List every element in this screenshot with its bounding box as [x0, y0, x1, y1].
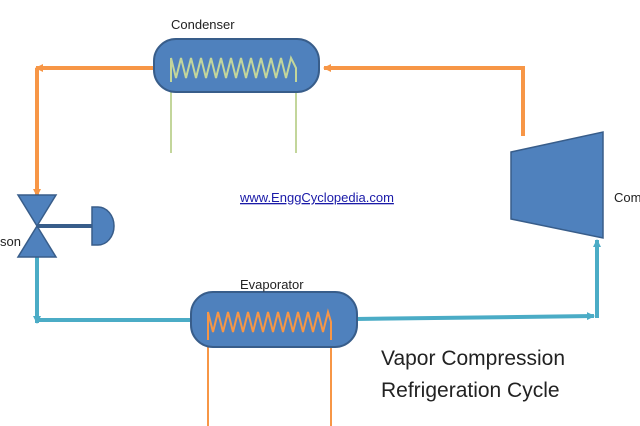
compressor-body	[510, 131, 604, 239]
compressor-to-condenser-line	[323, 64, 525, 136]
condenser-coil	[170, 55, 297, 82]
valve-bottom-triangle	[16, 224, 58, 258]
evaporator-label: Evaporator	[240, 277, 304, 292]
valve-top-triangle	[16, 194, 58, 228]
compressor-label: Com	[614, 190, 640, 205]
title-line-2: Refrigeration Cycle	[381, 379, 560, 402]
compressor: Com	[510, 131, 640, 239]
evaporator: Evaporator	[190, 277, 358, 426]
expansion-valve: son	[0, 194, 115, 258]
hot-refrigerant-lines	[33, 64, 525, 197]
evaporator-outlet-line	[354, 312, 595, 321]
title-line-1: Vapor Compression	[381, 347, 565, 370]
condenser-label: Condenser	[171, 17, 235, 32]
evaporator-coil	[207, 308, 332, 340]
condenser-body	[153, 38, 320, 93]
valve-actuator	[91, 206, 115, 246]
condenser: Condenser	[153, 17, 320, 153]
cold-refrigerant-lines	[33, 239, 601, 324]
evaporator-body	[190, 291, 358, 348]
website-link[interactable]: www.EnggCyclopedia.com	[239, 190, 394, 205]
expansion-valve-label: son	[0, 234, 21, 249]
